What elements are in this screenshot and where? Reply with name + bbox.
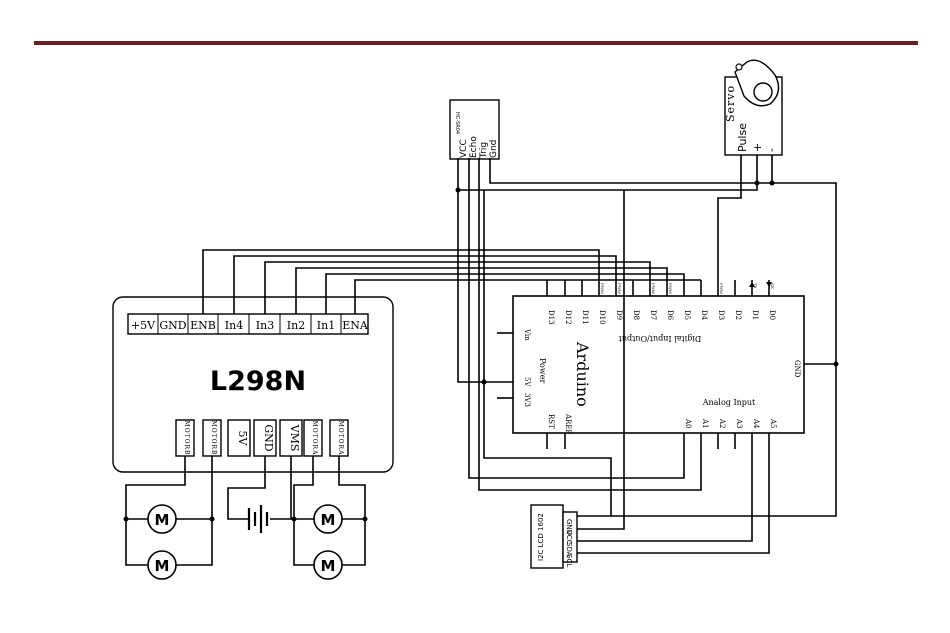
l298n-pin: In4 xyxy=(225,319,243,332)
digital-pin-label: D8 xyxy=(632,310,640,320)
analog-pin-label: A2 xyxy=(718,418,726,429)
bottom-pin-label: RST xyxy=(547,414,555,429)
pwm-label: PWM xyxy=(651,283,656,294)
terminal-label: VMS xyxy=(288,424,301,452)
gnd-label: GND xyxy=(793,360,801,378)
servo-pin: Pulse xyxy=(736,123,749,152)
pwm-label: PWM xyxy=(719,283,724,294)
terminal-label: MOTORB xyxy=(183,421,190,456)
digital-pin-label: D2 xyxy=(734,310,742,320)
digital-pin-label: D6 xyxy=(666,310,674,321)
l298n-pin: In2 xyxy=(287,319,305,332)
analog-pin-label: A3 xyxy=(735,418,743,429)
digital-pin-label: D0 xyxy=(768,310,776,320)
rx-arrow-icon xyxy=(766,282,772,287)
svg-text:M: M xyxy=(321,511,336,529)
servo-motor: Servo Pulse + - xyxy=(724,59,783,156)
motor-icon: M xyxy=(147,550,177,580)
svg-text:M: M xyxy=(155,511,170,529)
digital-pin-label: D12 xyxy=(564,310,572,325)
l298n-pin: GND xyxy=(159,319,186,332)
lcd-pin: SDA xyxy=(565,542,573,557)
power-label: Power xyxy=(538,358,547,383)
digital-pin-label: D13 xyxy=(547,310,555,325)
digital-pin-label: D7 xyxy=(649,310,657,320)
motor-icon: M xyxy=(313,504,343,534)
l298n-pin: +5V xyxy=(131,319,156,332)
analog-label: Analog Input xyxy=(702,398,756,407)
l298n-pin: In3 xyxy=(256,319,274,332)
terminal-label: MOTORB xyxy=(210,421,217,456)
lcd-pin: GND xyxy=(565,519,573,535)
junctions xyxy=(123,180,839,522)
svg-text:M: M xyxy=(321,557,336,575)
arduino-board: D13 D12 D11 D10 D9 D8 D7 D6 D5 D4 D3 D2 … xyxy=(484,280,836,449)
pwm-label: PWM xyxy=(617,283,622,294)
servo-label: Servo xyxy=(724,85,737,122)
lcd-pin: SCL xyxy=(565,554,573,567)
sensor-model: HC-SR04 xyxy=(454,112,460,134)
tx-label: TX xyxy=(753,283,758,289)
l298n-module: +5V GND ENB In4 In3 In2 In1 ENA L298N MO… xyxy=(112,296,394,473)
digital-pin-label: D9 xyxy=(615,310,623,320)
digital-pin-label: D11 xyxy=(581,310,589,325)
motor-icon: M xyxy=(147,504,177,534)
lcd-display: I2C LCD 1602 GND VCC SDA SCL xyxy=(530,504,578,569)
analog-pin-label: A4 xyxy=(752,418,760,429)
lcd-pin: VCC xyxy=(565,530,573,545)
servo-pin: - xyxy=(765,148,778,152)
analog-pin-label: A0 xyxy=(684,418,692,429)
sensor-pin: Gnd xyxy=(489,140,499,158)
rx-label: RX xyxy=(770,283,775,289)
digital-pin-label: D1 xyxy=(751,310,759,320)
terminal-label: MOTORA xyxy=(311,421,318,456)
svg-text:M: M xyxy=(155,557,170,575)
l298n-title: L298N xyxy=(210,366,306,397)
digital-header: Digital Input/Output xyxy=(618,334,701,343)
wires xyxy=(125,155,837,566)
l298n-pin: ENA xyxy=(342,319,369,332)
digital-pin-label: D3 xyxy=(717,310,725,320)
analog-pin-label: A1 xyxy=(701,418,709,429)
power-pin-label: 5V xyxy=(523,377,531,387)
servo-pin: + xyxy=(751,143,764,152)
tx-arrow-icon xyxy=(749,282,755,287)
terminal-label: MOTORA xyxy=(337,421,344,456)
terminal-label: 5V xyxy=(236,431,249,447)
lcd-model: I2C LCD 1602 xyxy=(537,513,545,561)
top-rule xyxy=(34,41,918,45)
arduino-title: Arduino xyxy=(573,341,592,407)
bottom-pin-label: AREF xyxy=(564,413,572,434)
pwm-label: PWM xyxy=(600,283,605,294)
sensor-pin: VCC xyxy=(459,139,469,158)
power-pin-label: 3V3 xyxy=(523,393,531,407)
sensor-pin: Echo xyxy=(469,136,479,158)
digital-pin-label: D10 xyxy=(598,310,606,325)
pwm-label: PWM xyxy=(668,283,673,294)
analog-pin-label: A5 xyxy=(769,418,777,429)
ultrasonic-sensor: HC-SR04 VCC Echo Trig Gnd xyxy=(449,99,500,160)
battery-icon xyxy=(247,505,269,533)
power-pin-label: Vin xyxy=(523,328,531,341)
motor-icon: M xyxy=(313,550,343,580)
digital-pin-label: D5 xyxy=(683,310,691,320)
terminal-label: GND xyxy=(262,424,275,451)
l298n-pin: ENB xyxy=(190,319,216,332)
l298n-pin: In1 xyxy=(317,319,335,332)
digital-pin-label: D4 xyxy=(700,310,708,321)
sensor-pin: Trig xyxy=(479,142,489,159)
